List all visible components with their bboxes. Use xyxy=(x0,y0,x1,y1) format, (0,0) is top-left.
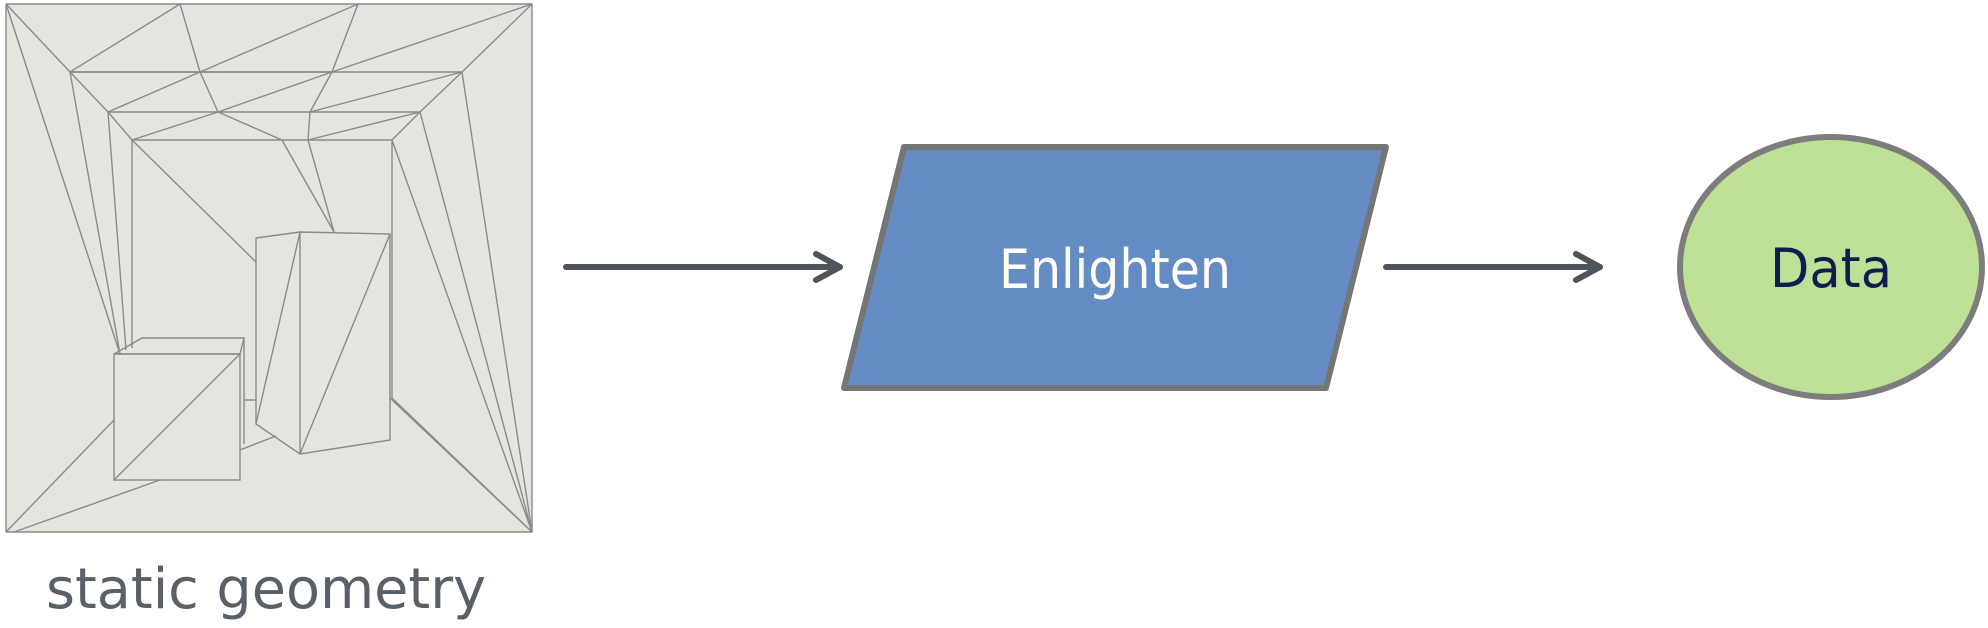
data-ellipse xyxy=(1677,134,1985,400)
wireframe-mesh xyxy=(5,2,533,533)
data-output-node: Data xyxy=(1677,134,1985,400)
geometry-panel-background xyxy=(6,4,532,532)
enlighten-process-node: Enlighten xyxy=(841,144,1389,391)
arrow-to-data-icon xyxy=(1383,251,1603,283)
arrow-to-process-icon xyxy=(563,251,843,283)
static-geometry-image xyxy=(5,2,533,533)
enlighten-parallelogram xyxy=(841,144,1389,391)
enlighten-label: Enlighten xyxy=(999,238,1231,301)
data-label: Data xyxy=(1770,237,1892,300)
geometry-caption: static geometry xyxy=(46,557,486,622)
